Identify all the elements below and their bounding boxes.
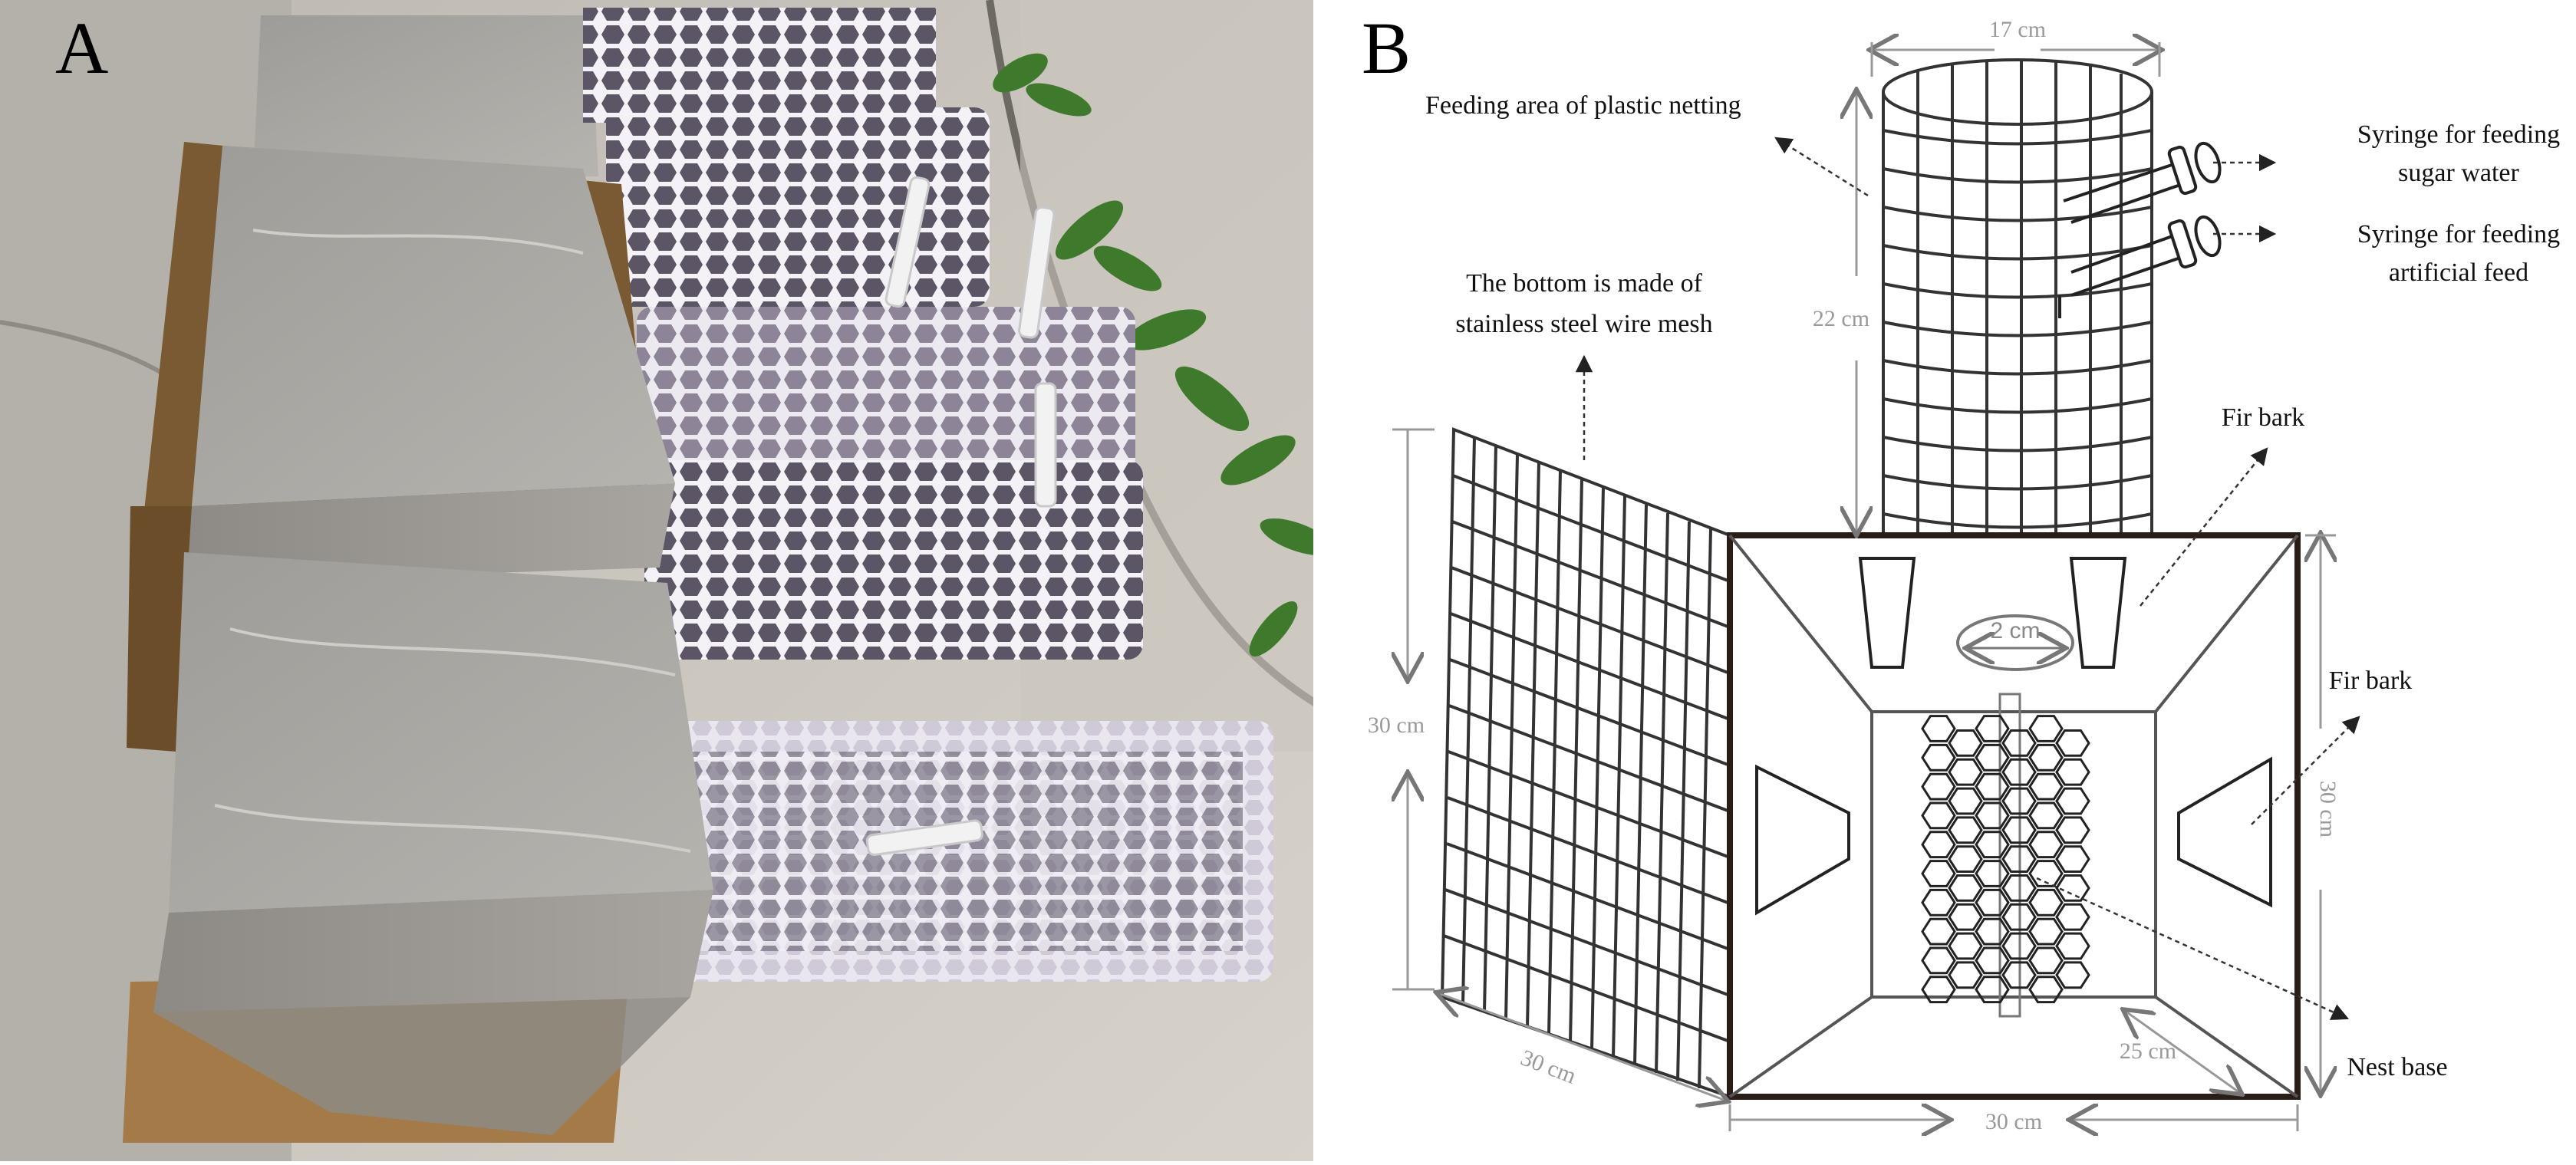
dimension-lines [1392, 42, 2336, 1131]
honeycomb-cell [2028, 888, 2064, 917]
honeycomb-cell [1975, 831, 2010, 859]
box-height-label: 30 cm [2315, 781, 2340, 838]
feeding-area-label: Feeding area of plastic netting [1425, 91, 1741, 120]
mesh-bottom-label-2: stainless steel wire mesh [1455, 310, 1712, 338]
photo-panel: A [0, 0, 1333, 1161]
honeycomb-cell [2028, 743, 2064, 772]
honeycomb-cell [1948, 758, 1983, 786]
inner-diag-label: 25 cm [2120, 1038, 2176, 1064]
honeycomb-cell [2001, 874, 2037, 902]
honeycomb-cell [1975, 772, 2010, 801]
honeycomb-cell [2028, 917, 2064, 946]
honeycomb-cell [2055, 961, 2090, 989]
honeycomb-cell [2055, 787, 2090, 815]
entrance-hole [1956, 614, 2074, 671]
honeycomb-cell [2028, 831, 2064, 859]
honeycomb-cell [1975, 743, 2010, 772]
syringe-icons [2058, 141, 2222, 318]
honeycomb-cell [1921, 946, 1956, 975]
mesh-height-label: 30 cm [1368, 712, 1425, 738]
honeycomb-cell [1948, 816, 1983, 844]
weeds [993, 53, 1333, 657]
honeycomb-cell [2055, 758, 2090, 786]
mesh-bottom-label-1: The bottom is made of [1466, 269, 1703, 298]
fir-bark-top-label: Fir bark [2222, 403, 2305, 432]
honeycomb-cell [1921, 917, 1956, 946]
honeycomb-cell [2028, 946, 2064, 975]
honeycomb-cell [2001, 845, 2037, 873]
honeycomb-cell [2055, 932, 2090, 960]
honeycomb-cell [1921, 831, 1956, 859]
honeycomb-cell [1948, 845, 1983, 873]
syringe-sugar-label-1: Syringe for feeding [2357, 120, 2560, 149]
panel-a-letter: A [55, 7, 108, 89]
honeycomb-nest-base [1921, 693, 2090, 1018]
honeycomb-cell [2055, 874, 2090, 902]
cylinder-feeder [1882, 58, 2153, 537]
honeycomb-cell [2055, 816, 2090, 844]
honeycomb-cell [1975, 715, 2010, 742]
honeycomb-cell [1948, 932, 1983, 960]
syringe-sugar-label-2: sugar water [2398, 159, 2519, 187]
fir-bark-pieces [1755, 557, 2272, 916]
honeycomb-cell [1975, 976, 2010, 1004]
honeycomb-cell [1921, 860, 1956, 887]
cylinder-width-label: 17 cm [1989, 17, 2046, 42]
hive-schematic: B [1319, 0, 2576, 1161]
honeycomb-cell [1921, 743, 1956, 772]
honeycomb-cell [1948, 729, 1983, 757]
hole-dimension: 2 cm [1990, 618, 2040, 643]
honeycomb-cell [1948, 787, 1983, 815]
main-box [1727, 532, 2301, 1100]
hive-photo: A [0, 0, 1333, 1161]
honeycomb-cell [2055, 845, 2090, 873]
honeycomb-cell [2001, 787, 2037, 815]
honeycomb-cell [2001, 932, 2037, 960]
honeycomb-cell [2001, 961, 2037, 989]
honeycomb-cell [1975, 917, 2010, 946]
honeycomb-cell [2028, 801, 2064, 830]
honeycomb-cell [1948, 961, 1983, 989]
honeycomb-cell [1921, 801, 1956, 830]
honeycomb-cell [2028, 772, 2064, 801]
fir-bark-right-label: Fir bark [2329, 666, 2413, 695]
honeycomb-cell [1975, 801, 2010, 830]
syringes [865, 176, 1057, 857]
honeycomb-cell [2001, 816, 2037, 844]
honeycomb-cell [2055, 729, 2090, 757]
syringe-feed-label-2: artificial feed [2389, 258, 2528, 287]
honeycomb-cell [2028, 976, 2064, 1004]
cylinder-height-label: 22 cm [1813, 306, 1869, 331]
diagram-panel: B [1319, 0, 2576, 1161]
honeycomb-cell [1948, 903, 1983, 931]
syringe-feed-label-1: Syringe for feeding [2357, 220, 2560, 248]
honeycomb-cell [1975, 888, 2010, 917]
honeycomb-cell [2028, 715, 2064, 742]
honeycomb-cell [1975, 946, 2010, 975]
honeycomb-cell [1921, 772, 1956, 801]
box-width-label: 30 cm [1985, 1109, 2042, 1134]
nest-base-label: Nest base [2347, 1053, 2447, 1081]
honeycomb-cell [1948, 874, 1983, 902]
honeycomb-cell [2055, 903, 2090, 931]
honeycomb-cell [1921, 888, 1956, 917]
honeycomb-cell [2001, 758, 2037, 786]
honeycomb-cell [1975, 860, 2010, 887]
honeycomb-cell [1921, 976, 1956, 1004]
panel-b-letter: B [1362, 7, 1411, 89]
honeycomb-cell [2001, 729, 2037, 757]
honeycomb-cell [1921, 715, 1956, 742]
honeycomb-cell [2001, 903, 2037, 931]
